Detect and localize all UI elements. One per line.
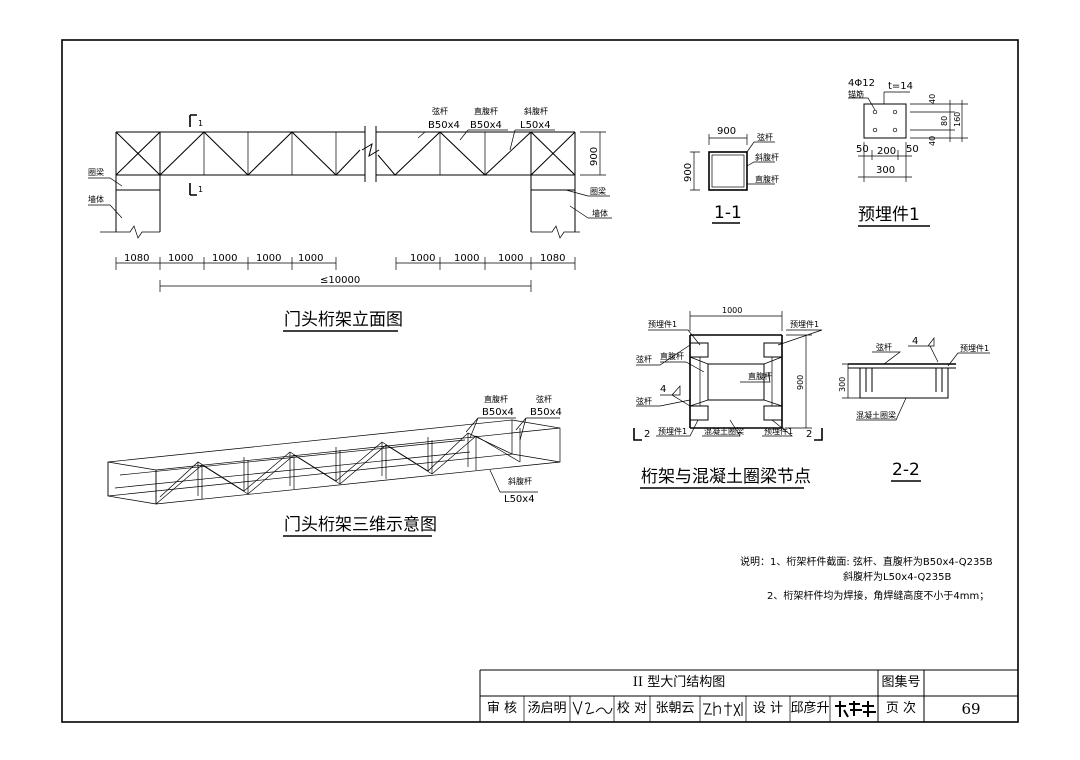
label-diagonal: 斜腹杆	[524, 106, 548, 116]
view3d-title: 门头桁架三维示意图	[284, 515, 437, 535]
embed-plate: 4Φ12 锚筋 t=14 40 80 40 160 50 200 50 300 …	[848, 78, 968, 227]
view3d-chord: 弦杆	[536, 394, 552, 404]
dim-left-1: 1080	[124, 253, 149, 264]
section11-chord: 弦杆	[757, 132, 773, 142]
label-chord-size: B50x4	[428, 120, 460, 131]
node-width: 1000	[722, 306, 742, 315]
node-section-mark-left: 2	[644, 429, 650, 440]
section22-weld: 4	[912, 336, 918, 347]
section11-vertical: 直腹杆	[755, 174, 779, 184]
node-beam: 混凝土圈梁	[704, 426, 744, 436]
dim-left-3: 1000	[212, 253, 237, 264]
total-dim: ≤10000	[320, 275, 360, 286]
embed-dim-200: 200	[877, 146, 896, 157]
section22-height: 300	[838, 377, 847, 392]
section-mark-bottom: 1	[198, 185, 203, 194]
label-beam-left: 圈梁	[88, 168, 104, 177]
label-vertical: 直腹杆	[474, 106, 498, 116]
review-label: 审 核	[486, 701, 518, 716]
node-embed-c: 预埋件1	[658, 426, 687, 436]
node-height: 900	[796, 375, 805, 390]
title-block-text: II 型大门结构图 图集号 审 核 汤启明 校 对 张朝云 设 计 邱彦升 页 …	[480, 670, 1018, 722]
dim-right-1: 1000	[410, 253, 435, 264]
section-2-2: 300 弦杆 4 预埋件1 混凝土圈梁 2-2	[838, 336, 990, 482]
view3d-vertical-size: B50x4	[482, 407, 514, 418]
embed-title: 预埋件1	[858, 205, 920, 225]
label-beam-right: 圈梁	[590, 187, 606, 196]
embed-dim-160: 160	[953, 112, 962, 127]
label-chord: 弦杆	[432, 106, 448, 116]
check-name: 张朝云	[655, 701, 695, 716]
atlas-label: 图集号	[881, 675, 921, 690]
embed-dim-300: 300	[876, 165, 895, 176]
node-section-mark-right: 2	[806, 429, 812, 440]
node-embed-d: 预埋件1	[764, 426, 793, 436]
dim-left-2: 1000	[168, 253, 193, 264]
section22-beam: 混凝土圈梁	[856, 410, 896, 420]
node-embed-a: 预埋件1	[648, 319, 677, 329]
view3d-chord-size: B50x4	[530, 407, 562, 418]
section-1-1: 900 900 弦杆 斜腹杆 直腹杆 1-1	[683, 126, 779, 224]
height-dim: 900	[589, 147, 600, 166]
label-wall-left: 墙体	[88, 194, 104, 204]
dim-left-4: 1000	[256, 253, 281, 264]
review-name: 汤启明	[527, 701, 567, 716]
dim-left-5: 1000	[298, 253, 323, 264]
design-label: 设 计	[752, 701, 784, 716]
page-value: 69	[961, 700, 981, 718]
section-mark-top: 1	[198, 119, 203, 128]
signature-review	[572, 700, 613, 716]
section11-height: 900	[683, 163, 694, 182]
drawing-title: II 型大门结构图	[632, 675, 726, 690]
node-title: 桁架与混凝土圈梁节点	[641, 467, 811, 487]
section11-width: 900	[717, 126, 736, 137]
note-line-1: 说明：1、桁架杆件截面: 弦杆、直腹杆为B50x4-Q235B	[740, 555, 993, 568]
embed-plate: t=14	[888, 81, 913, 92]
section11-diagonal: 斜腹杆	[755, 152, 779, 162]
dim-right-2: 1000	[454, 253, 479, 264]
truss-3d-view: 直腹杆 B50x4 弦杆 B50x4 斜腹杆 L50x4 门头桁架三维示意图	[107, 394, 562, 537]
embed-dim-80: 80	[940, 116, 949, 126]
view3d-diagonal-size: L50x4	[504, 494, 535, 505]
node-embed-b: 预埋件1	[790, 319, 819, 329]
label-diagonal-size: L50x4	[520, 120, 551, 131]
page-label: 页 次	[885, 701, 917, 716]
embed-dim-40b: 40	[928, 136, 937, 146]
dim-right-3: 1000	[498, 253, 523, 264]
embed-dim-50a: 50	[856, 144, 869, 155]
signature-design	[835, 701, 876, 718]
section11-title: 1-1	[714, 203, 742, 223]
notes: 说明：1、桁架杆件截面: 弦杆、直腹杆为B50x4-Q235B 斜腹杆为L50x…	[740, 555, 993, 602]
truss-elevation: 1 1 圈梁 墙体 圈梁 墙体 弦杆 B50x4 直腹杆 B50x4 斜腹杆 L…	[88, 106, 612, 332]
node-chord-b: 弦杆	[636, 396, 652, 406]
section22-title: 2-2	[892, 460, 920, 480]
node-vertical-b: 直腹杆	[748, 371, 772, 381]
label-wall-right: 墙体	[592, 208, 608, 218]
signature-check	[703, 702, 743, 717]
section22-embed: 预埋件1	[960, 343, 989, 353]
view3d-diagonal: 斜腹杆	[508, 476, 532, 486]
view3d-vertical: 直腹杆	[484, 394, 508, 404]
sheet-border	[61, 39, 1019, 723]
note-line-2: 斜腹杆为L50x4-Q235B	[843, 570, 952, 583]
embed-anchor-label: 锚筋	[848, 89, 864, 99]
node-detail: 1000 900 预埋件1 预埋件1 弦杆 直腹杆 直腹杆 弦杆 4 2 2 预…	[633, 306, 823, 489]
check-label: 校 对	[616, 701, 648, 716]
node-vertical-a: 直腹杆	[660, 351, 684, 361]
design-name: 邱彦升	[790, 701, 830, 716]
title-block	[479, 669, 1018, 722]
embed-anchor: 4Φ12	[848, 78, 875, 89]
embed-dim-50b: 50	[906, 144, 919, 155]
elevation-title: 门头桁架立面图	[284, 310, 403, 330]
section22-chord: 弦杆	[876, 342, 892, 352]
node-chord-a: 弦杆	[636, 354, 652, 364]
node-weld: 4	[660, 384, 666, 395]
note-line-3: 2、桁架杆件均为焊接，角焊缝高度不小于4mm；	[767, 589, 989, 602]
label-vertical-size: B50x4	[470, 120, 502, 131]
embed-dim-40a: 40	[928, 94, 937, 104]
dim-right-4: 1080	[540, 253, 565, 264]
